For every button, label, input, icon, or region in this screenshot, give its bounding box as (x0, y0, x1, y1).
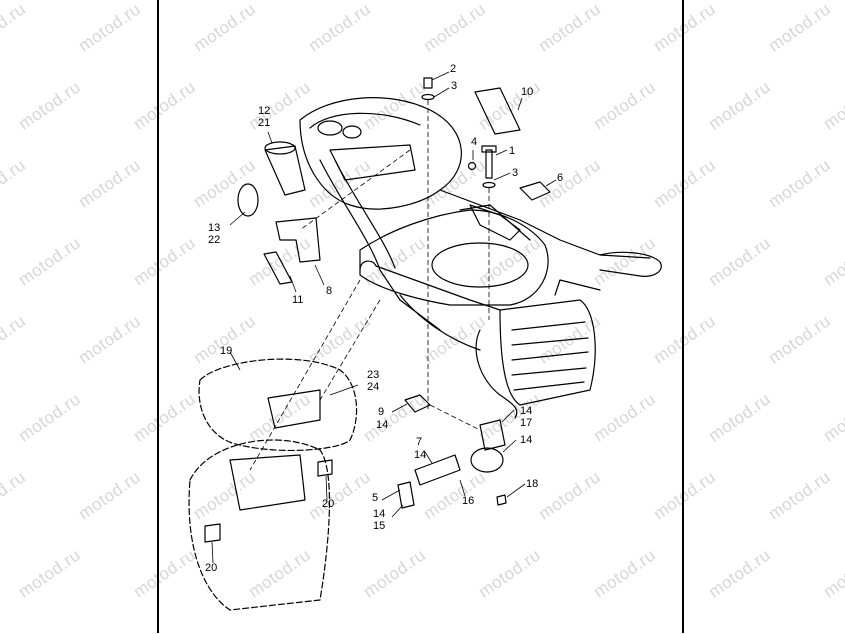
muffler (499, 299, 596, 406)
callout-13: 13 (208, 222, 221, 234)
rear-fender (188, 439, 331, 611)
callout-6: 6 (557, 172, 564, 184)
rubber-6 (519, 181, 551, 201)
callout-21: 21 (258, 117, 271, 129)
label-10 (474, 87, 521, 135)
callout-9: 9 (378, 406, 385, 418)
tag-20a (317, 459, 333, 477)
callout-3b: 3 (512, 167, 519, 179)
callout-14b: 14 (520, 405, 533, 417)
callout-8: 8 (326, 285, 333, 297)
callout-11: 11 (292, 294, 304, 306)
frame-rail-right (439, 189, 651, 259)
frame-body (359, 209, 549, 306)
diagram-frame (157, 0, 684, 633)
bolt-2 (423, 77, 433, 89)
strip-11 (263, 251, 293, 285)
callout-14d: 14 (414, 449, 427, 461)
callout-2: 2 (450, 63, 457, 75)
bracket-8 (275, 217, 321, 263)
box-23 (267, 389, 321, 429)
callout-19: 19 (220, 345, 233, 357)
sensor-17 (479, 419, 506, 451)
frame-rail-left (319, 159, 441, 331)
callout-10: 10 (521, 86, 534, 98)
sensor-14 (470, 447, 504, 473)
callout-14c: 14 (520, 434, 533, 446)
callout-16: 16 (462, 495, 475, 507)
seat-cowl-19 (198, 358, 358, 452)
relay-12 (264, 145, 306, 196)
callout-20b: 20 (205, 562, 218, 574)
callout-22: 22 (208, 234, 221, 246)
callout-23: 23 (367, 369, 380, 381)
callout-24: 24 (367, 381, 380, 393)
callout-18: 18 (526, 478, 539, 490)
tag-20b (204, 523, 221, 543)
callout-17: 17 (520, 417, 533, 429)
nut-18 (496, 494, 507, 506)
clip-15 (397, 481, 415, 509)
callout-4: 4 (471, 136, 478, 148)
callout-15: 15 (373, 520, 386, 532)
callout-5: 5 (372, 492, 379, 504)
callout-12: 12 (258, 105, 271, 117)
callout-7: 7 (416, 436, 423, 448)
callout-20a: 20 (322, 498, 335, 510)
callout-1: 1 (509, 145, 516, 157)
bracket-9 (404, 394, 431, 413)
callout-3: 3 (451, 80, 458, 92)
ring-13 (237, 183, 259, 217)
bolt-1 (485, 149, 493, 179)
callout-14a: 14 (376, 419, 389, 431)
callout-14e: 14 (373, 508, 386, 520)
sensor-7 (414, 454, 461, 486)
